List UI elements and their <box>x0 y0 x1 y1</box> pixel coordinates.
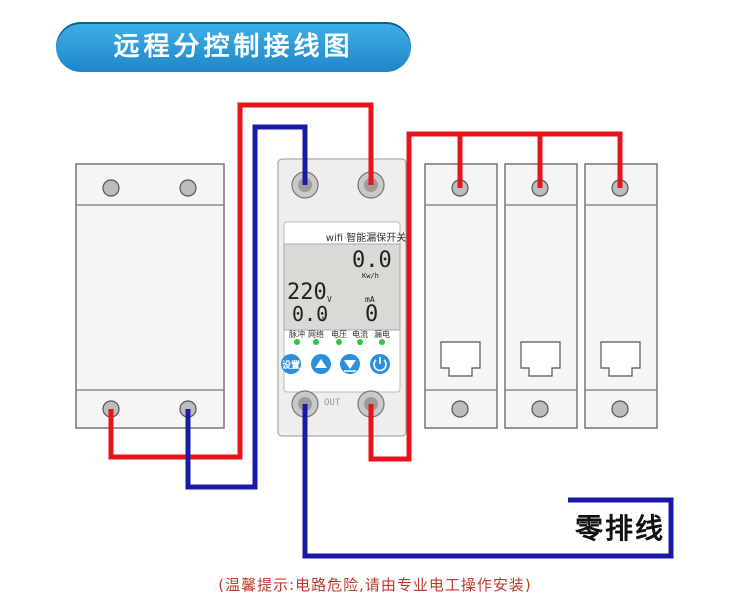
indicator-voltage-label: 电压 <box>331 330 347 339</box>
title-banner <box>56 22 411 72</box>
energy-unit: Kw/h <box>362 272 379 280</box>
out-label: OUT <box>324 398 341 408</box>
led-current <box>357 339 363 345</box>
neutral-wires <box>185 124 674 559</box>
live-wires <box>108 102 623 462</box>
left-breaker <box>75 163 225 429</box>
wifi-leakage-switch <box>277 158 407 437</box>
indicator-current-label: 电流 <box>352 330 368 339</box>
led-voltage <box>336 339 342 345</box>
safety-tip: (温馨提示:电路危险,请由专业电工操作安装) <box>218 576 532 594</box>
neutral-busbar-label: 零排线 <box>574 512 665 545</box>
voltage-unit: V <box>327 295 332 304</box>
set-button-label: 设置 <box>282 361 301 371</box>
device-name: wifi 智能漏保开关 <box>325 233 407 244</box>
set-button <box>281 354 301 374</box>
right-breaker-1 <box>424 163 498 429</box>
indicator-pulse-label: 脉冲 <box>289 330 305 339</box>
page-title: 远程分控制接线图 <box>113 32 354 62</box>
left-breaker-terminal-top-1 <box>102 179 120 197</box>
indicator-network-label: 网络 <box>308 330 324 339</box>
left-breaker-terminal-top-2 <box>179 179 197 197</box>
indicator-leakage-label: 漏电 <box>374 330 390 339</box>
leak-unit: mA <box>365 295 375 304</box>
led-leakage <box>379 339 385 345</box>
leak-value: 0 <box>365 302 379 327</box>
current-unit: A <box>321 316 325 323</box>
voltage-value: 220 <box>287 280 327 305</box>
led-network <box>313 339 319 345</box>
right-breaker-2 <box>504 163 578 429</box>
lcd-screen <box>283 243 401 331</box>
current-value: 0.0 <box>292 302 329 326</box>
right-breaker-3 <box>584 163 658 429</box>
energy-value: 0.0 <box>352 248 392 273</box>
led-pulse <box>294 339 300 345</box>
